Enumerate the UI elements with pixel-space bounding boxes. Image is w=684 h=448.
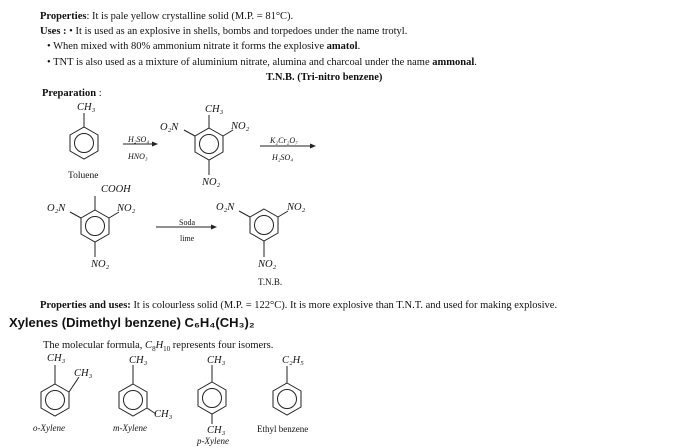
reagent-lime: lime [180,234,195,243]
formula-h: H [155,340,164,351]
uses-bullet-amatol: • When mixed with 80% ammonium nitrate i… [47,40,360,53]
ethyl-benzene-name: Ethyl benzene [257,424,309,434]
bullet-text: • When mixed with 80% ammonium nitrate i… [47,41,327,52]
preparation-label: Preparation [42,88,97,99]
formula-h-sub: 10 [163,345,171,354]
xylenes-heading: Xylenes (Dimethyl benzene) C₆H₄(CH₃)₂ [9,315,255,330]
o-xylene-ch3-side: CH₃ [74,368,93,379]
tnt-ring [183,115,234,175]
properties-label: Properties [40,11,87,22]
formula-outro: represents four isomers. [170,340,274,351]
bullet-end: . [357,41,361,52]
preparation-heading: Preparation : [42,87,102,100]
acid-cooh: COOH [101,184,131,195]
tnb-properties-text: It is colourless solid (M.P. = 122°C). I… [130,300,558,311]
tnb-properties-label: Properties and uses: [40,300,131,311]
acid-no2-left: O₂N [47,203,66,214]
tnb-no2-left: O₂N [216,202,235,213]
xylene-formula-line: The molecular formula, C8H10 represents … [43,339,273,356]
m-xylene-ch3-side: CH₃ [154,409,173,420]
acid-no2-right: NO₂ [117,203,136,214]
reagent-h2so4: H₂SO₄ [128,135,150,144]
p-xylene-name: p-Xylene [197,436,229,446]
tnt-ch3: CH₃ [205,104,224,115]
formula-c: C [145,340,153,351]
m-xylene-ch3-top: CH₃ [129,355,148,366]
toluene-name: Toluene [68,171,99,181]
ammonal-term: ammonal [432,57,475,68]
uses-bullet-ammonal: • TNT is also used as a mixture of alumi… [47,56,477,69]
arrow-nitration [123,141,158,147]
toluene-ch3: CH₃ [77,102,96,113]
arrow-decarboxylation [156,224,217,230]
m-xylene-name: m-Xylene [113,423,147,433]
p-xylene-ch3-top: CH₃ [207,355,226,366]
tnb-no2-right: NO₂ [287,202,306,213]
uses-label: Uses : [40,26,67,37]
ethyl-benzene-ring [272,366,302,416]
tnb-heading: T.N.B. (Tri-nitro benzene) [266,72,383,83]
uses-line: Uses : • It is used as an explosive in s… [40,25,407,38]
tnb-properties-line: Properties and uses: It is colourless so… [40,299,557,312]
uses-text: • It is used as an explosive in shells, … [69,26,408,37]
toluene-ring [69,113,99,160]
reagent-soda: Soda [179,218,195,227]
tnb-name: T.N.B. [258,277,283,287]
formula-intro: The molecular formula, [43,340,146,351]
tnt-no2-right: NO₂ [231,121,250,132]
properties-line: Properties: It is pale yellow crystallin… [40,10,293,23]
m-xylene-ring [118,365,157,417]
tnt-no2-bottom: NO₂ [202,177,221,188]
p-xylene-ch3-bottom: CH₃ [207,425,226,436]
tnb-ring [238,208,289,257]
p-xylene-ring [197,365,227,424]
o-xylene-ring [40,365,80,417]
arrow-oxidation [260,143,316,149]
reagent-hno3: HNO₃ [128,152,148,161]
properties-text: : It is pale yellow crystalline solid (M… [86,11,294,22]
o-xylene-name: o-Xylene [33,423,65,433]
reagent-k2cr2o7: K₂Cr₂O₇ [270,136,298,145]
tnt-no2-left: O₂N [160,122,179,133]
formula-c-sub: 8 [152,345,156,354]
reagent-h2so4-2: H₂SO₄ [272,153,294,162]
preparation-colon: : [98,88,102,99]
bullet-end: . [474,57,477,68]
ethyl-benzene-c2h5: C₂H₅ [282,355,304,366]
tnb-no2-bottom: NO₂ [258,259,277,270]
bullet-text: • TNT is also used as a mixture of alumi… [47,57,433,68]
o-xylene-ch3-top: CH₃ [47,353,66,364]
amatol-term: amatol [326,41,358,52]
acid-no2-bottom: NO₂ [91,259,110,270]
trinitrobenzoic-acid-ring [69,196,120,257]
